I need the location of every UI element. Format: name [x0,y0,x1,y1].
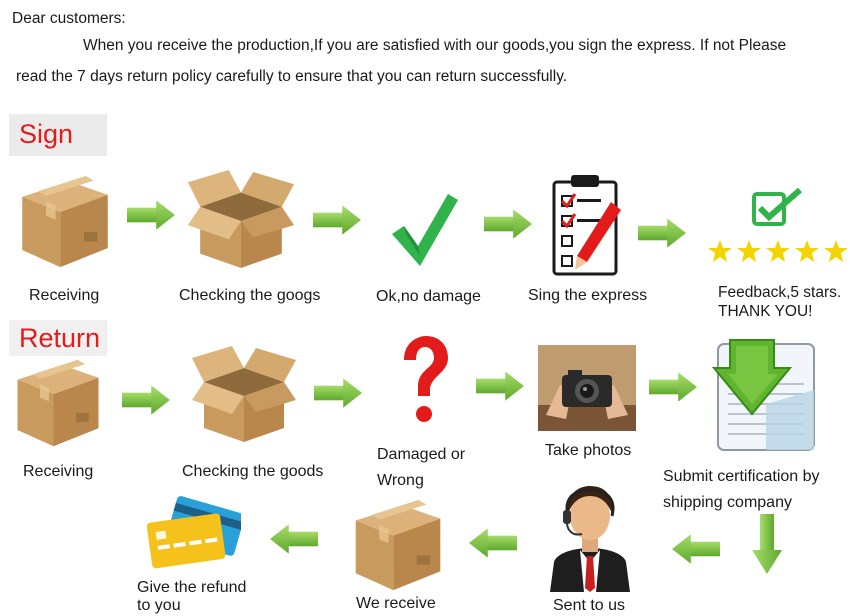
open-box-icon [187,170,295,268]
open-box-icon [192,346,296,442]
green-arrow-right-icon [314,378,362,408]
green-arrow-left-icon [270,524,318,554]
green-arrow-right-icon [649,372,697,402]
return-step-photos-caption: Take photos [545,442,632,459]
return-section-label: Return [9,320,107,356]
sign-label-text: Sign [19,119,74,149]
sign-step-receiving-caption: Receiving [29,287,100,304]
return-step-damaged-caption-2: Wrong [377,472,424,489]
return-label-text: Return [19,323,101,353]
sign-step-ok-caption: Ok,no damage [376,288,481,305]
return-step-receive-caption: We receive [356,595,436,612]
question-mark-icon [404,336,448,422]
green-arrow-right-icon [122,385,170,415]
closed-box-icon [355,499,441,591]
return-step-damaged-caption-1: Damaged or [377,446,466,463]
notice-line-1: When you receive the production,If you a… [83,37,787,54]
return-step-submit-caption-2: shipping company [663,494,792,511]
closed-box-icon [17,359,99,447]
green-check-icon [392,194,458,266]
green-arrow-right-icon [313,205,361,235]
credit-card-icon [146,496,241,569]
camera-photo-icon [538,345,636,431]
return-step-submit-caption-1: Submit certification by [663,468,820,485]
return-step-refund-caption-1: Give the refund [137,579,247,596]
sign-step-checking-caption: Checking the googs [179,287,321,304]
return-step-checking-caption: Checking the goods [182,463,324,480]
download-document-icon [711,339,815,451]
green-arrow-left-icon [672,534,720,564]
green-arrow-left-icon [469,528,517,558]
five-stars-icon [708,238,848,268]
return-step-receiving-caption: Receiving [23,463,94,480]
green-arrow-down-icon [752,514,782,574]
green-arrow-right-icon [638,218,686,248]
sign-step-feedback-caption-1: Feedback,5 stars. [718,284,842,301]
closed-box-icon [22,175,108,268]
sign-section-label: Sign [9,114,107,156]
sign-step-express-caption: Sing the express [528,287,648,304]
clipboard-checklist-icon [552,175,621,276]
green-arrow-right-icon [127,200,175,230]
sign-step-feedback-caption-2: THANK YOU! [718,303,813,320]
support-agent-icon [550,486,630,592]
greeting-text: Dear customers: [12,10,126,27]
checkbox-icon [752,188,802,226]
return-step-sent-caption: Sent to us [553,597,626,614]
return-step-refund-caption-2: to you [137,597,181,614]
green-arrow-right-icon [484,209,532,239]
green-arrow-right-icon [476,371,524,401]
notice-line-2: read the 7 days return policy carefully … [16,68,568,85]
